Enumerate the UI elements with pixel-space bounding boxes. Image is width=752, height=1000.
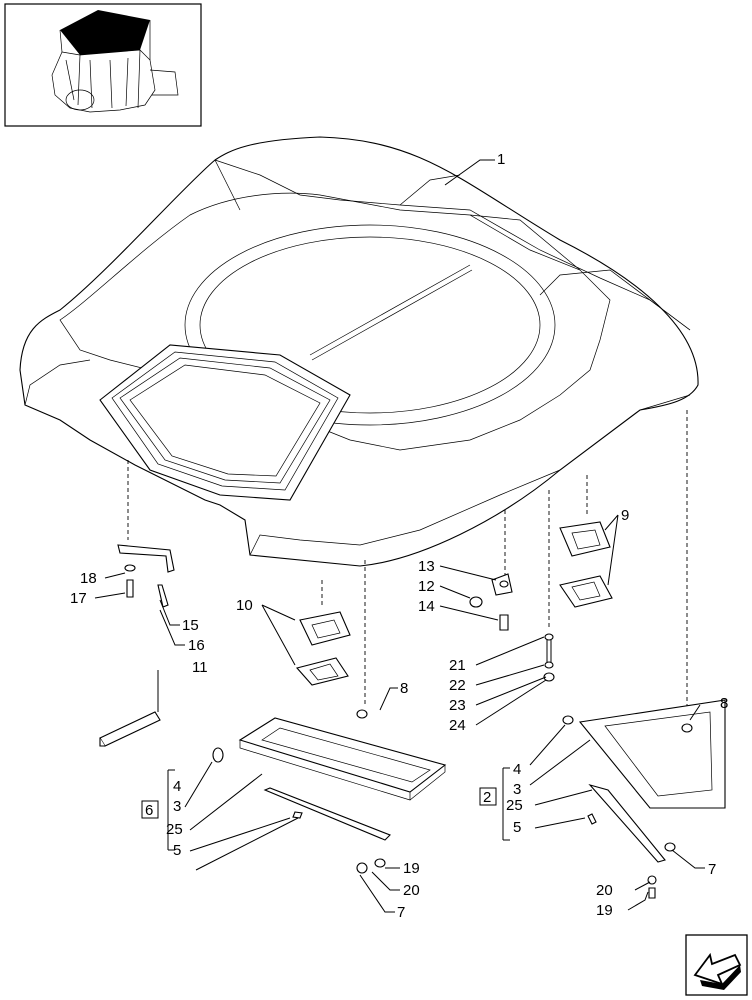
spacer-block bbox=[99, 711, 161, 747]
callout-3-right: 3 bbox=[513, 781, 521, 798]
callout-7-left: 7 bbox=[397, 904, 405, 921]
roof-hatch-frame bbox=[99, 344, 351, 501]
callout-14: 14 bbox=[418, 598, 435, 615]
callout-4-left: 4 bbox=[173, 778, 181, 795]
callout-3-left: 3 bbox=[173, 798, 181, 815]
callout-10: 10 bbox=[236, 597, 253, 614]
stud-assembly bbox=[543, 633, 555, 682]
callout-21: 21 bbox=[449, 657, 466, 674]
clip-assembly bbox=[469, 573, 513, 631]
callout-22: 22 bbox=[449, 677, 466, 694]
callout-12: 12 bbox=[418, 578, 435, 595]
callout-20-left: 20 bbox=[403, 882, 420, 899]
assembly-leaders bbox=[127, 410, 688, 720]
callout-15: 15 bbox=[182, 617, 199, 634]
callout-25-left: 25 bbox=[166, 821, 183, 838]
callout-lines bbox=[94, 159, 705, 913]
callout-6: 6 bbox=[145, 802, 153, 819]
callout-11: 11 bbox=[192, 659, 208, 676]
next-page-arrow-icon[interactable] bbox=[685, 934, 748, 996]
bracket-assembly-left bbox=[117, 544, 175, 608]
callout-5-left: 5 bbox=[173, 842, 181, 859]
cab-roof-thumbnail-icon[interactable] bbox=[4, 3, 202, 127]
callout-18: 18 bbox=[80, 570, 97, 587]
step-plate-right bbox=[562, 699, 726, 899]
step-plate-left bbox=[212, 709, 447, 874]
callout-19-left: 19 bbox=[403, 860, 420, 877]
callout-20-right: 20 bbox=[596, 882, 613, 899]
callout-2: 2 bbox=[483, 789, 491, 806]
roof-panel bbox=[19, 136, 699, 567]
callout-4-right: 4 bbox=[513, 761, 521, 778]
callout-16: 16 bbox=[188, 637, 205, 654]
callout-labels: 1 9 10 11 13 12 14 18 17 15 16 21 22 23 … bbox=[70, 151, 728, 921]
kit-box-2 bbox=[479, 787, 497, 806]
callout-1: 1 bbox=[497, 151, 505, 168]
callout-9: 9 bbox=[621, 507, 629, 524]
callout-25-right: 25 bbox=[506, 797, 523, 814]
callout-8-left: 8 bbox=[400, 680, 408, 697]
callout-24: 24 bbox=[449, 717, 466, 734]
callout-17: 17 bbox=[70, 590, 87, 607]
callout-13: 13 bbox=[418, 558, 435, 575]
callout-19-right: 19 bbox=[596, 902, 613, 919]
callout-8-right: 8 bbox=[720, 695, 728, 712]
callout-23: 23 bbox=[449, 697, 466, 714]
kit-box-6 bbox=[141, 800, 159, 819]
callout-7-right: 7 bbox=[708, 861, 716, 878]
rubber-pads bbox=[295, 521, 613, 686]
callout-5-right: 5 bbox=[513, 819, 521, 836]
